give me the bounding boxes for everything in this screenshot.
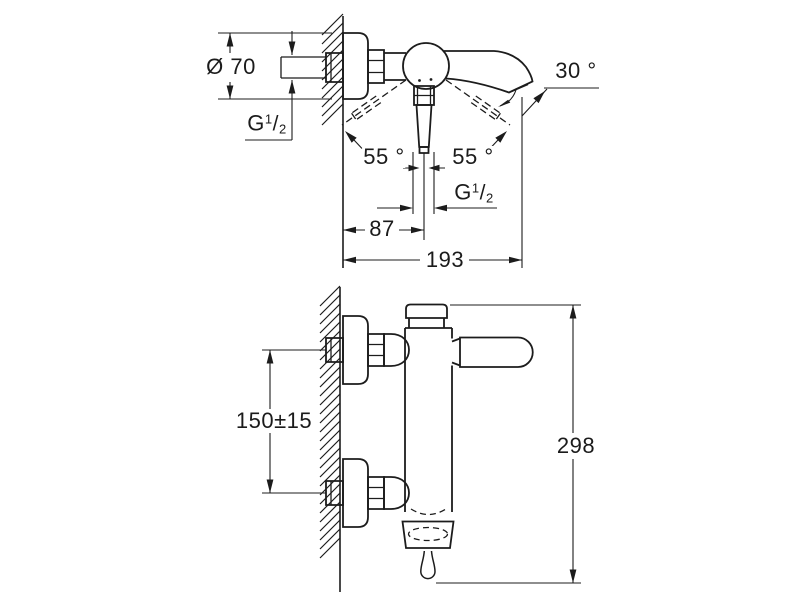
dimension-label-total-reach: 193 — [424, 247, 466, 272]
lever-angle-label-left: 55 ° — [362, 144, 406, 169]
spout-angle-leader — [521, 87, 599, 117]
water-droplet — [420, 550, 436, 580]
spout-mouth-inner — [511, 83, 529, 93]
upper-union-dome — [383, 333, 410, 367]
side-view-faucet-body — [280, 32, 534, 154]
thread-size-label-wall-connection: G1/2 — [246, 110, 288, 137]
supply-pipe — [280, 56, 326, 79]
dimension-label-total-height: 298 — [555, 433, 597, 458]
outlet-thread-extension-lines — [412, 152, 435, 214]
spout — [444, 50, 534, 94]
lever-neck — [451, 337, 461, 367]
lever-handle — [459, 336, 534, 368]
lower-escutcheon — [342, 458, 369, 528]
wall-hatching — [321, 13, 344, 126]
escutcheon — [342, 32, 369, 100]
front-view-wall — [319, 285, 341, 592]
lever-phantom-right — [445, 79, 511, 126]
front-view-dimensions — [262, 304, 581, 584]
dim298-extension-lines — [436, 304, 581, 584]
dim150-extension-lines — [262, 349, 326, 494]
side-view-dimensions — [218, 31, 599, 268]
lever-swing-phantom-positions — [341, 79, 511, 126]
dimension-label-connection-spacing: 150±15 — [234, 408, 314, 433]
dimension-label-escutcheon-diameter: Ø 70 — [205, 54, 257, 79]
body-neck — [405, 318, 452, 329]
lever-angle-label-right: 55 ° — [451, 144, 495, 169]
wall-hatching — [319, 285, 341, 559]
thread-size-label-outlet: G1/2 — [453, 179, 495, 206]
front-view-faucet-body — [325, 303, 534, 580]
dim193-line — [343, 97, 523, 268]
body-cylinder — [404, 328, 453, 512]
aerator-hidden — [407, 526, 449, 542]
body-top-cap — [405, 303, 448, 319]
lever-handle — [415, 104, 433, 148]
outlet-cup — [401, 520, 455, 549]
spout-angle-label: 30 ° — [554, 58, 598, 83]
lever-collar — [413, 85, 435, 106]
ball-body — [402, 42, 450, 90]
upper-escutcheon — [342, 315, 369, 385]
lower-hex-nut — [367, 476, 385, 510]
dia70-extension-lines — [218, 32, 332, 100]
hex-union-nut — [367, 49, 385, 84]
body-inlet — [384, 52, 406, 81]
lever-tip — [418, 146, 430, 154]
outlet-hidden-edge — [410, 508, 447, 516]
dimension-label-wall-to-lever: 87 — [368, 216, 396, 241]
lever-phantom-left — [341, 79, 407, 126]
lower-union-dome — [383, 476, 410, 510]
upper-hex-nut — [367, 333, 385, 367]
